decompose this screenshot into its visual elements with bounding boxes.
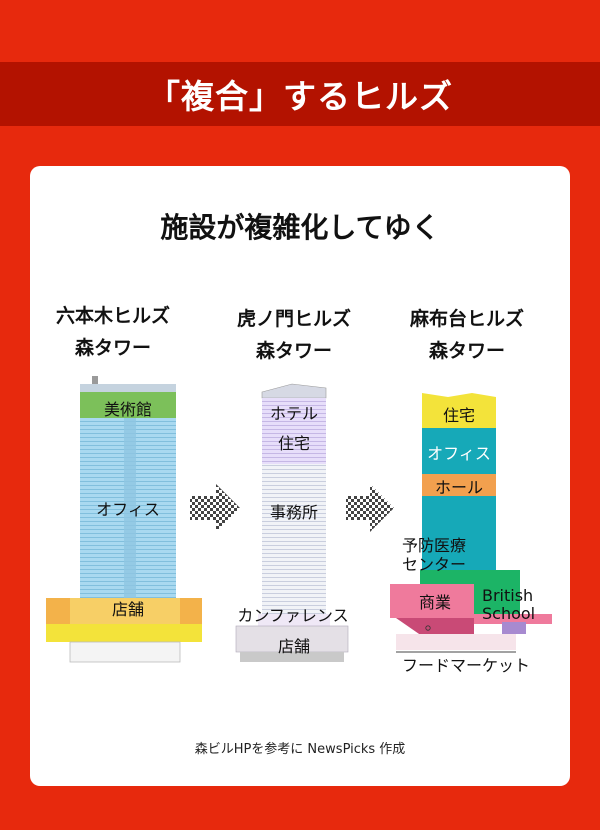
building-name-line1: 六本木ヒルズ: [55, 305, 170, 327]
basement: [69, 641, 181, 663]
floor-label-food-market: フードマーケット: [402, 656, 531, 675]
toranomon-tower: [235, 383, 349, 662]
conference-floors: [258, 614, 330, 626]
museum-floors: [80, 392, 176, 418]
roppongi-tower: [46, 376, 202, 663]
food-market-floors: [396, 634, 516, 650]
content-card: 施設が複雑化してゆく 六本木ヒルズ 森タワー 虎ノ門ヒルズ 森タワー 麻布台ヒル…: [30, 166, 570, 786]
building-name-azabudai: 麻布台ヒルズ 森タワー: [392, 303, 542, 367]
building-name-line1: 麻布台ヒルズ: [409, 308, 524, 330]
floor-label-line: British: [482, 586, 534, 605]
hall-floors: [422, 474, 496, 496]
floor-label-retail: 店舗: [277, 637, 310, 656]
floor-label-line: センター: [402, 555, 467, 574]
school-lower: [502, 622, 526, 634]
retail-core: [70, 598, 180, 624]
crown: [261, 383, 327, 399]
floor-label-residence: 住宅: [442, 406, 475, 425]
header-title: 「複合」するヒルズ: [147, 77, 453, 116]
hotel-residence-floors: [262, 398, 326, 464]
basement: [240, 652, 344, 662]
building-name-line2: 森タワー: [255, 340, 332, 362]
floor-label-commercial: 商業: [418, 593, 451, 612]
arrow-icon: [346, 484, 394, 532]
floor-label-line: 予防医療: [402, 536, 467, 555]
residence-floors: [422, 393, 496, 428]
subtitle: 施設が複雑化してゆく: [160, 211, 440, 244]
floor-label-conference: カンファレンス: [237, 606, 349, 625]
office-floors-lower: [422, 496, 496, 570]
header-banner: 「複合」するヒルズ: [0, 62, 600, 126]
building-name-toranomon: 虎ノ門ヒルズ 森タワー: [219, 303, 369, 367]
school-block: [470, 570, 520, 614]
building-name-line2: 森タワー: [74, 337, 151, 359]
core: [124, 418, 136, 598]
roof: [80, 384, 176, 392]
floor-label-retail: 店舗: [111, 600, 144, 619]
floor-label-residence: 住宅: [277, 434, 310, 453]
floor-label-line: School: [482, 604, 536, 623]
building-name-line1: 虎ノ門ヒルズ: [236, 308, 351, 330]
building-name-line2: 森タワー: [428, 340, 505, 362]
retail-base: [235, 625, 349, 653]
antenna: [92, 376, 98, 388]
commercial-lower: [396, 618, 474, 636]
floor-label-hall: ホール: [434, 478, 483, 497]
lower-floors: [46, 624, 202, 642]
commercial-annex: [474, 614, 552, 624]
marker-icon: [425, 625, 431, 631]
office-floors-upper: [422, 428, 496, 474]
floor-label-medical-center: 予防医療 センター: [402, 536, 466, 574]
azabudai-tower: [390, 393, 552, 653]
floor-label-office: オフィス: [96, 500, 160, 519]
source-note: 森ビルHPを参考に NewsPicks 作成: [194, 742, 406, 757]
buildings-diagram: [46, 376, 552, 663]
floor-label-school: British School: [482, 587, 535, 623]
commercial-floors: [390, 584, 474, 618]
office-floors: [262, 464, 326, 614]
arrow-icon: [190, 484, 240, 532]
floor-label-office: オフィス: [427, 444, 491, 463]
floor-label-museum: 美術館: [103, 400, 152, 419]
floor-label-office: 事務所: [269, 503, 318, 522]
floor-label-hotel: ホテル: [269, 404, 318, 423]
building-name-roppongi: 六本木ヒルズ 森タワー: [38, 300, 188, 364]
